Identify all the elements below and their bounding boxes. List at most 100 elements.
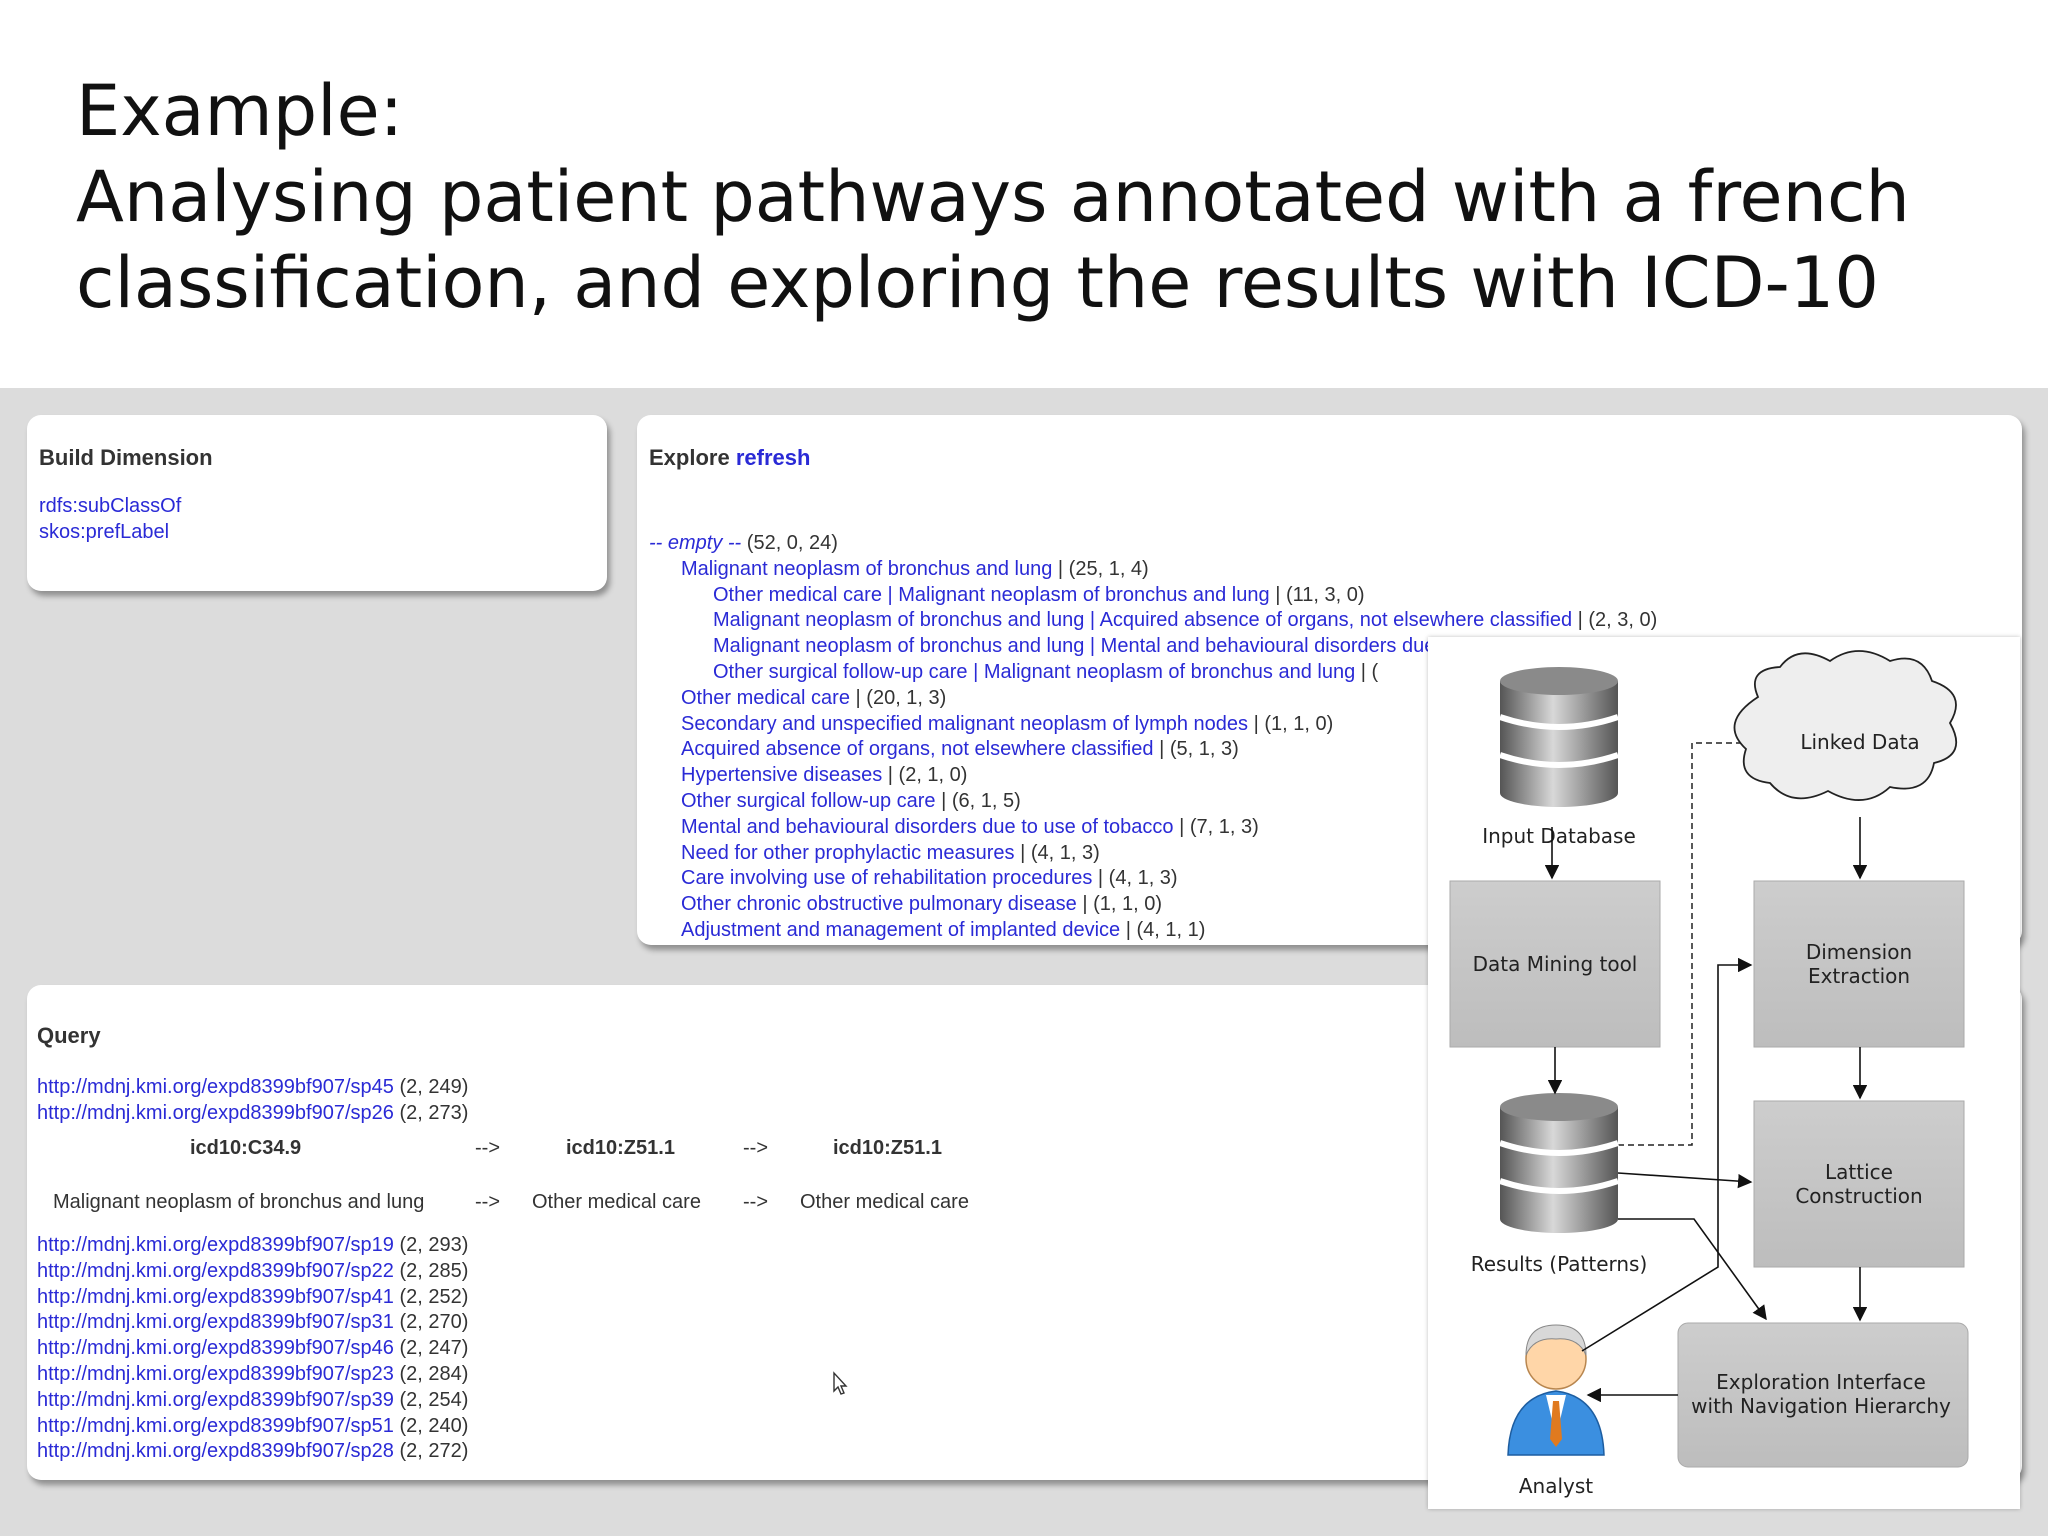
tree-item-link[interactable]: Other medical care | Malignant neoplasm … <box>713 583 1270 606</box>
mouse-cursor-icon <box>833 1371 848 1395</box>
linked-data-label: Linked Data <box>1800 730 1919 754</box>
tree-item-counts: | (5, 1, 3) <box>1159 738 1239 761</box>
query-result-counts: (2, 285) <box>399 1259 469 1282</box>
pathway-arrow: --> <box>743 1137 768 1159</box>
results-label: Results (Patterns) <box>1471 1252 1648 1276</box>
tree-item-counts: | (4, 1, 3) <box>1020 841 1100 864</box>
tree-item-link[interactable]: Secondary and unspecified malignant neop… <box>681 712 1249 735</box>
tree-item: Other medical care | (20, 1, 3) <box>649 686 1678 712</box>
query-result-counts: (2, 254) <box>399 1388 469 1411</box>
query-result-row: http://mdnj.kmi.org/expd8399bf907/sp51 (… <box>37 1414 468 1440</box>
query-result-link[interactable]: http://mdnj.kmi.org/expd8399bf907/sp22 <box>37 1259 394 1282</box>
analyst-label: Analyst <box>1519 1474 1593 1498</box>
query-result-counts: (2, 272) <box>399 1440 469 1463</box>
pathway-label: Malignant neoplasm of bronchus and lung <box>53 1191 425 1213</box>
input-database-icon <box>1499 667 1619 807</box>
input-database-label: Input Database <box>1482 824 1636 848</box>
query-result-counts: (2, 247) <box>399 1337 469 1360</box>
build-dimension-list: rdfs:subClassOf skos:prefLabel <box>39 493 181 545</box>
tree-root-link[interactable]: -- empty -- <box>649 532 742 554</box>
pathway-code: icd10:Z51.1 <box>833 1137 942 1159</box>
tree-item-link[interactable]: Adjustment and management of implanted d… <box>681 918 1121 941</box>
tree-item: Malignant neoplasm of bronchus and lung … <box>649 608 1678 634</box>
architecture-diagram-svg: Input Database Linked Data Data Mining t… <box>1449 650 1969 1498</box>
slide-title-line: classification, and exploring the result… <box>76 242 1879 324</box>
query-top-links: http://mdnj.kmi.org/expd8399bf907/sp45 (… <box>37 1075 468 1127</box>
tree-root-counts: (52, 0, 24) <box>746 532 838 554</box>
query-result-link[interactable]: http://mdnj.kmi.org/expd8399bf907/sp23 <box>37 1362 394 1385</box>
tree-item-counts: | (1, 1, 0) <box>1082 893 1162 916</box>
tree-item-counts: | (6, 1, 5) <box>941 789 1021 812</box>
tree-item-link[interactable]: Other chronic obstructive pulmonary dise… <box>681 893 1077 916</box>
dimension-link-preflabel[interactable]: skos:prefLabel <box>39 521 170 543</box>
query-result-row: http://mdnj.kmi.org/expd8399bf907/sp46 (… <box>37 1336 468 1362</box>
tree-item-link[interactable]: Mental and behavioural disorders due to … <box>681 815 1174 838</box>
tree-item-link[interactable]: Care involving use of rehabilitation pro… <box>681 867 1093 890</box>
dimension-extraction-box <box>1753 880 1965 1048</box>
dimension-link-subclassof[interactable]: rdfs:subClassOf <box>39 495 182 517</box>
query-result-row: http://mdnj.kmi.org/expd8399bf907/sp31 (… <box>37 1310 468 1336</box>
tree-item: Abnormal findings on diagnostic imaging … <box>649 944 1678 946</box>
explore-header: Explore refresh <box>649 445 810 471</box>
tree-item: Mental and behavioural disorders due to … <box>649 815 1678 841</box>
query-result-row: http://mdnj.kmi.org/expd8399bf907/sp39 (… <box>37 1388 468 1414</box>
tree-item-link[interactable]: Acquired absence of organs, not elsewher… <box>681 738 1154 761</box>
tree-item-link[interactable]: Malignant neoplasm of bronchus and lung … <box>713 609 1573 632</box>
query-result-link[interactable]: http://mdnj.kmi.org/expd8399bf907/sp46 <box>37 1337 394 1360</box>
results-database-icon <box>1499 1093 1619 1233</box>
pathway-arrow: --> <box>743 1191 768 1213</box>
tree-item-link[interactable]: Malignant neoplasm of bronchus and lung <box>681 557 1053 580</box>
build-dimension-title: Build Dimension <box>39 445 213 470</box>
query-bottom-links: http://mdnj.kmi.org/expd8399bf907/sp19 (… <box>37 1233 468 1465</box>
query-result-link[interactable]: http://mdnj.kmi.org/expd8399bf907/sp45 <box>37 1076 394 1098</box>
query-result-row: http://mdnj.kmi.org/expd8399bf907/sp28 (… <box>37 1439 468 1465</box>
exploration-interface-label: with Navigation Hierarchy <box>1691 1394 1951 1418</box>
query-result-counts: (2, 293) <box>399 1234 469 1256</box>
tree-item: Other surgical follow-up care | (6, 1, 5… <box>649 789 1678 815</box>
pathway-arrow: --> <box>475 1137 500 1159</box>
tree-item-link[interactable]: Malignant neoplasm of bronchus and lung … <box>713 635 1594 658</box>
query-result-link[interactable]: http://mdnj.kmi.org/expd8399bf907/sp51 <box>37 1414 394 1437</box>
query-result-row: http://mdnj.kmi.org/expd8399bf907/sp22 (… <box>37 1259 468 1285</box>
build-dimension-panel: Build Dimension rdfs:subClassOf skos:pre… <box>27 415 607 591</box>
query-title: Query <box>37 1023 101 1048</box>
query-result-counts: (2, 240) <box>399 1414 469 1437</box>
tree-item: Adjustment and management of implanted d… <box>649 918 1678 944</box>
slide-title: Example: Analysing patient pathways anno… <box>76 68 2026 326</box>
tree-item: Other chronic obstructive pulmonary dise… <box>649 892 1678 918</box>
tree-item: Need for other prophylactic measures | (… <box>649 841 1678 867</box>
tree-item-link[interactable]: Other medical care <box>681 686 850 709</box>
query-result-link[interactable]: http://mdnj.kmi.org/expd8399bf907/sp19 <box>37 1234 394 1256</box>
tree-item-counts: | (2, 3, 0) <box>1577 609 1658 632</box>
tree-item-counts: | (4, 1, 1) <box>1125 918 1206 941</box>
analyst-icon <box>1507 1324 1605 1456</box>
pathway-label: Other medical care <box>532 1191 701 1213</box>
tree-item-link[interactable]: Need for other prophylactic measures <box>681 841 1015 864</box>
tree-item-link[interactable]: Other surgical follow-up care | Malignan… <box>713 660 1356 683</box>
architecture-diagram: Input Database Linked Data Data Mining t… <box>1428 637 2020 1509</box>
query-result-link[interactable]: http://mdnj.kmi.org/expd8399bf907/sp39 <box>37 1388 394 1411</box>
pathway-label: Other medical care <box>800 1191 969 1213</box>
query-result-link[interactable]: http://mdnj.kmi.org/expd8399bf907/sp31 <box>37 1311 394 1334</box>
tree-item-counts: | (20, 1, 3) <box>855 686 947 709</box>
pathway-code: icd10:Z51.1 <box>566 1137 675 1159</box>
tree-item-counts: | (7, 1, 3) <box>1179 815 1259 838</box>
pathway-code: icd10:C34.9 <box>190 1137 302 1159</box>
query-result-row: http://mdnj.kmi.org/expd8399bf907/sp23 (… <box>37 1362 468 1388</box>
query-result-link[interactable]: http://mdnj.kmi.org/expd8399bf907/sp26 <box>37 1101 394 1124</box>
query-result-link[interactable]: http://mdnj.kmi.org/expd8399bf907/sp41 <box>37 1285 394 1308</box>
slide-title-line: Example: <box>76 70 404 152</box>
tree-item: Malignant neoplasm of bronchus and lung … <box>649 557 1678 583</box>
slide-title-line: Analysing patient pathways annotated wit… <box>76 156 1910 238</box>
data-mining-label: Data Mining tool <box>1473 952 1638 976</box>
exploration-interface-label: Exploration Interface <box>1716 1370 1926 1394</box>
tree-root: -- empty -- (52, 0, 24) <box>649 531 1678 557</box>
tree-item-counts: | (25, 1, 4) <box>1057 557 1149 580</box>
tree-item: Other medical care | Malignant neoplasm … <box>649 583 1678 609</box>
tree-item: Hypertensive diseases | (2, 1, 0) <box>649 763 1678 789</box>
tree-item-link[interactable]: Other surgical follow-up care <box>681 789 936 812</box>
tree-item-link[interactable]: Hypertensive diseases <box>681 764 883 787</box>
tree-item: Secondary and unspecified malignant neop… <box>649 712 1678 738</box>
refresh-link[interactable]: refresh <box>735 445 811 470</box>
query-result-link[interactable]: http://mdnj.kmi.org/expd8399bf907/sp28 <box>37 1440 394 1463</box>
